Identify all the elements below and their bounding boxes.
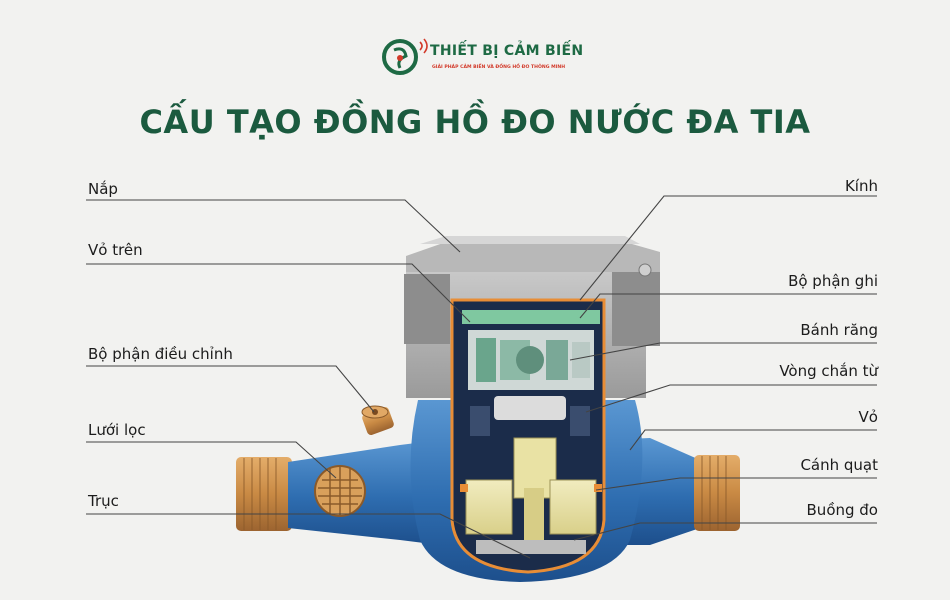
page-title: CẤU TẠO ĐỒNG HỒ ĐO NƯỚC ĐA TIA (139, 103, 811, 141)
impeller (465, 479, 597, 540)
strainer-mesh (314, 465, 366, 517)
label-banh-rang: Bánh răng (800, 321, 878, 339)
label-truc: Trục (88, 492, 119, 510)
logo-name: THIẾT BỊ CẢM BIẾN (430, 43, 584, 59)
brand-logo: THIẾT BỊ CẢM BIẾN GIẢI PHÁP CẢM BIẾN VÀ … (380, 35, 600, 85)
label-kinh: Kính (844, 177, 878, 195)
label-vong-chan-tu: Vòng chắn từ (779, 362, 878, 380)
label-vo-tren: Vỏ trên (88, 241, 143, 259)
cutaway-interior (450, 298, 606, 574)
label-canh-quat: Cánh quạt (800, 456, 878, 474)
logo-mark-icon (382, 38, 428, 75)
label-vo: Vỏ (858, 408, 878, 426)
leader-lines (86, 195, 877, 559)
label-bo-phan-ghi: Bộ phận ghi (788, 272, 878, 290)
adjuster-knob (361, 405, 394, 435)
logo-tagline: GIẢI PHÁP CẢM BIẾN VÀ ĐỒNG HỒ ĐO THÔNG M… (432, 65, 566, 70)
gear-train (476, 338, 590, 382)
label-luoi-loc: Lưới lọc (88, 421, 146, 439)
label-bo-phan-dieu-chinh: Bộ phận điều chỉnh (88, 345, 233, 363)
label-nap: Nắp (88, 180, 118, 198)
label-buong-do: Buồng đo (806, 501, 878, 519)
